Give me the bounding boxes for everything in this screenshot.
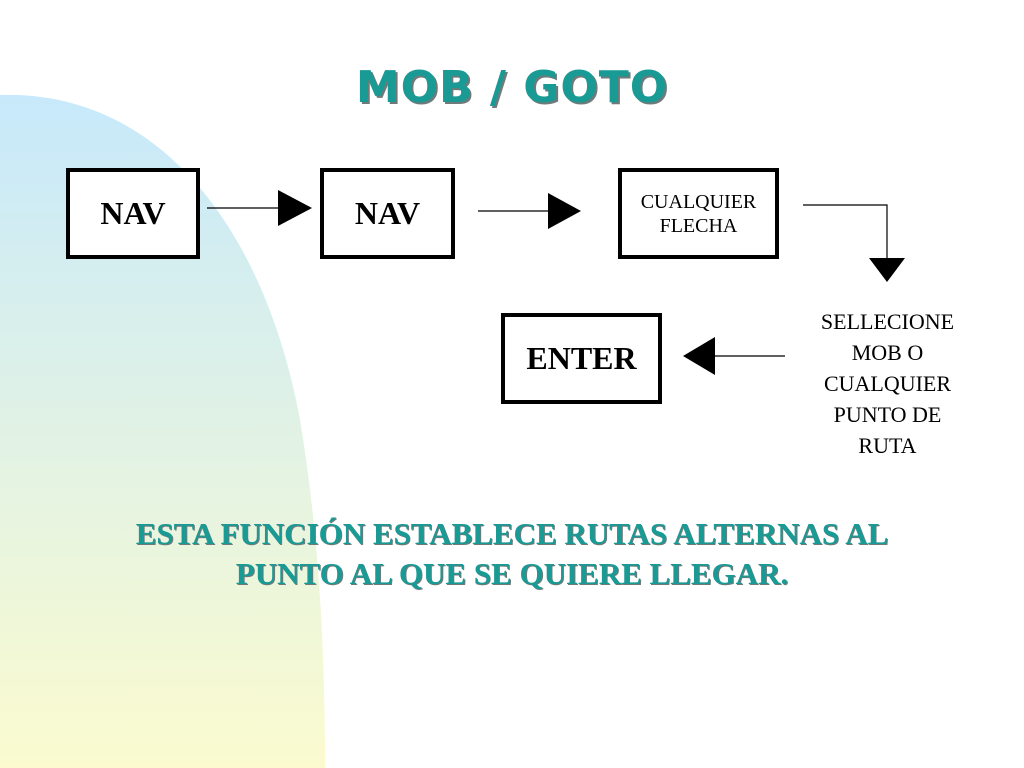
- description-line-2: PUNTO AL QUE SE QUIERE LLEGAR.: [235, 556, 789, 591]
- arrow-nav1-to-nav2: [207, 190, 312, 226]
- select-line-5: RUTA: [858, 433, 917, 458]
- any-arrow-line-1: CUALQUIER: [640, 191, 757, 213]
- nav-box-1-label: NAV: [100, 195, 166, 231]
- any-arrow-line-2: FLECHA: [659, 215, 738, 237]
- function-description: ESTA FUNCIÓN ESTABLECE RUTAS ALTERNAS AL…: [80, 514, 944, 594]
- arrow-nav2-to-any-arrow: [478, 193, 581, 229]
- arrow-any-arrow-to-select: [803, 204, 905, 282]
- select-line-2: MOB O: [851, 340, 924, 365]
- select-line-1: SELLECIONE: [820, 309, 955, 334]
- select-mob-text: SELLECIONE MOB O CUALQUIER PUNTO DE RUTA: [790, 306, 985, 461]
- description-line-1: ESTA FUNCIÓN ESTABLECE RUTAS ALTERNAS AL: [135, 516, 889, 551]
- nav-box-2-label: NAV: [354, 195, 421, 231]
- select-line-4: PUNTO DE: [833, 402, 942, 427]
- nav-box-2: NAV: [320, 168, 455, 259]
- nav-box-1: NAV: [66, 168, 200, 259]
- arrow-select-to-enter: [683, 337, 785, 375]
- enter-box: ENTER: [501, 313, 662, 404]
- slide-title: MOB / GOTO: [355, 62, 669, 113]
- any-arrow-box: CUALQUIER FLECHA: [618, 168, 779, 259]
- select-line-3: CUALQUIER: [823, 371, 952, 396]
- enter-box-label: ENTER: [526, 340, 637, 376]
